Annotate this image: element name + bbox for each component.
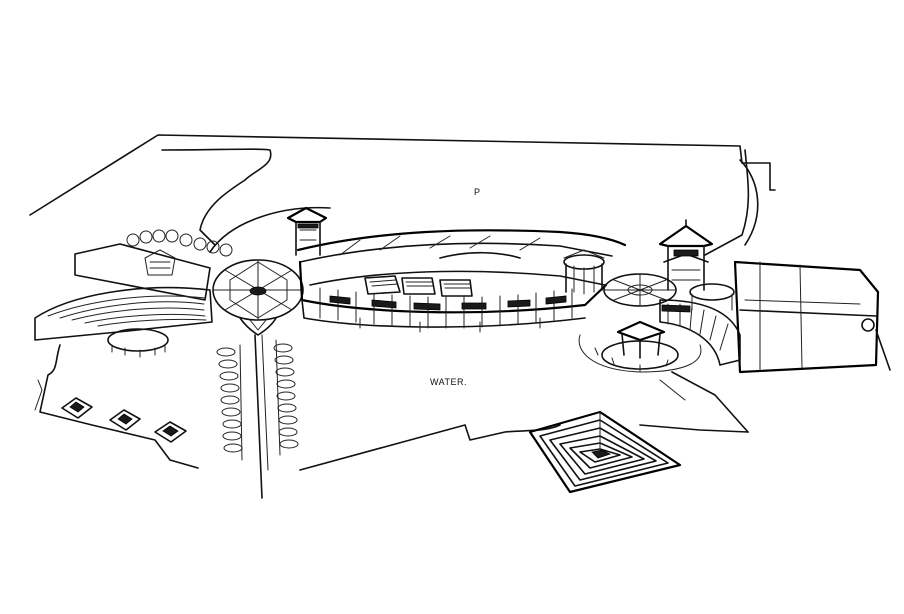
pavilion-squares <box>61 397 187 443</box>
pagoda-tower <box>658 219 714 291</box>
left-building <box>74 243 211 301</box>
gazebo <box>578 320 702 373</box>
central-plaza <box>212 259 304 336</box>
right-colonnade <box>659 283 741 366</box>
tree-row <box>126 229 233 257</box>
right-large-building <box>733 260 891 374</box>
main-building <box>296 229 627 333</box>
parking-lot-outline <box>29 134 776 256</box>
walkway-trees-right <box>273 339 299 456</box>
water-label: WATER. <box>430 377 467 387</box>
stepped-pyramid <box>528 410 682 494</box>
right-radial-plaza <box>603 273 677 307</box>
parking-label: P <box>474 187 481 197</box>
water-edge <box>299 371 749 471</box>
left-ground-outline <box>34 344 199 469</box>
left-tower <box>286 206 328 256</box>
walkway-trees-left <box>216 344 243 461</box>
central-walkway <box>254 334 269 499</box>
amphitheater <box>34 286 213 358</box>
